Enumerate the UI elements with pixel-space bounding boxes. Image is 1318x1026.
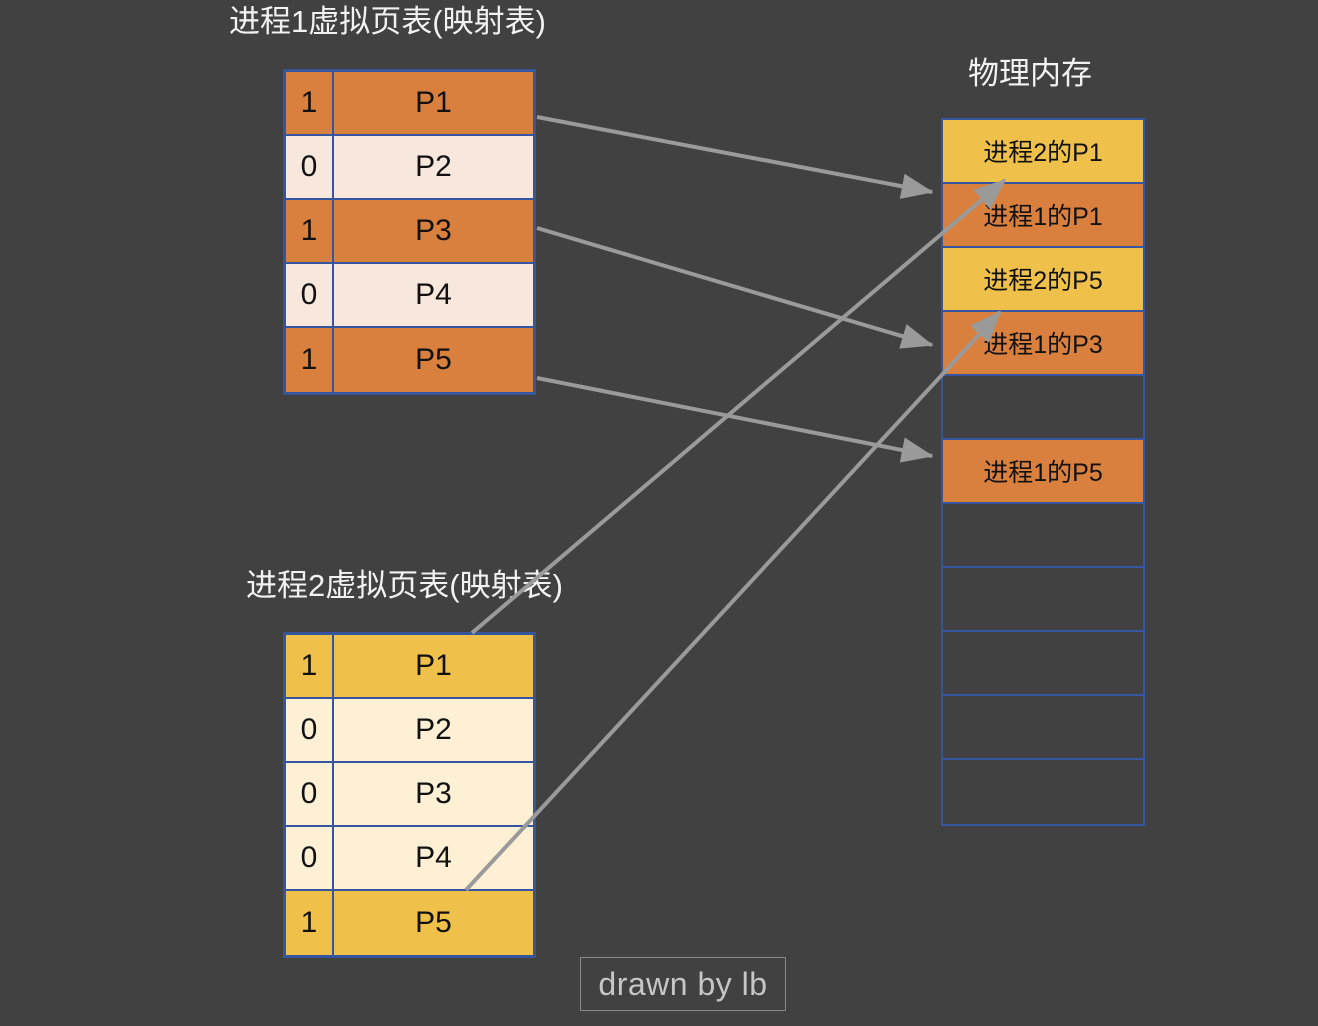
arrow-process1-p1 — [536, 115, 934, 199]
table-row: 1 P3 — [286, 200, 533, 264]
physical-memory-table: 进程2的P1 进程1的P1 进程2的P5 进程1的P3 进程1的P5 — [941, 118, 1145, 826]
page-name: P3 — [415, 777, 452, 810]
watermark-label: drawn by lb — [598, 965, 768, 1002]
memory-slot: 进程2的P1 — [943, 120, 1143, 184]
process1-page-table: 1 P1 0 P2 1 P3 0 P4 1 P5 — [283, 69, 536, 395]
page-name: P2 — [415, 150, 452, 183]
page-name: P5 — [415, 906, 452, 939]
memory-slot — [943, 504, 1143, 568]
page-name: P4 — [415, 841, 452, 874]
present-flag: 0 — [286, 699, 334, 761]
page-name: P4 — [415, 278, 452, 311]
arrow-process1-p3 — [536, 226, 934, 349]
present-flag: 1 — [286, 72, 334, 134]
present-flag: 1 — [286, 328, 334, 392]
table-row: 0 P4 — [286, 827, 533, 891]
memory-slot — [943, 376, 1143, 440]
present-flag: 0 — [286, 827, 334, 889]
table-row: 1 P5 — [286, 891, 533, 955]
present-flag: 0 — [286, 136, 334, 198]
table-row: 1 P5 — [286, 328, 533, 392]
memory-slot: 进程1的P5 — [943, 440, 1143, 504]
process1-table-title: 进程1虚拟页表(映射表) — [229, 4, 546, 39]
page-name: P3 — [415, 214, 452, 247]
present-flag: 0 — [286, 264, 334, 326]
table-row: 1 P1 — [286, 635, 533, 699]
table-row: 0 P2 — [286, 699, 533, 763]
memory-slot: 进程2的P5 — [943, 248, 1143, 312]
page-name: P5 — [415, 343, 452, 376]
present-flag: 1 — [286, 200, 334, 262]
page-name: P1 — [415, 86, 452, 119]
memory-slot — [943, 632, 1143, 696]
table-row: 0 P4 — [286, 264, 533, 328]
arrow-process1-p5 — [536, 376, 934, 463]
memory-slot — [943, 696, 1143, 760]
watermark: drawn by lb — [580, 957, 786, 1011]
table-row: 0 P3 — [286, 763, 533, 827]
memory-slot — [943, 760, 1143, 824]
memory-slot: 进程1的P1 — [943, 184, 1143, 248]
memory-slot — [943, 568, 1143, 632]
table-row: 0 P2 — [286, 136, 533, 200]
page-name: P2 — [415, 713, 452, 746]
process2-table-title: 进程2虚拟页表(映射表) — [246, 568, 563, 603]
process2-page-table: 1 P1 0 P2 0 P3 0 P4 1 P5 — [283, 632, 536, 958]
table-row: 1 P1 — [286, 72, 533, 136]
memory-slot: 进程1的P3 — [943, 312, 1143, 376]
present-flag: 0 — [286, 763, 334, 825]
arrow-process2-p1 — [470, 178, 1007, 635]
present-flag: 1 — [286, 635, 334, 697]
page-name: P1 — [415, 649, 452, 682]
present-flag: 1 — [286, 891, 334, 955]
physical-memory-title: 物理内存 — [968, 56, 1092, 91]
